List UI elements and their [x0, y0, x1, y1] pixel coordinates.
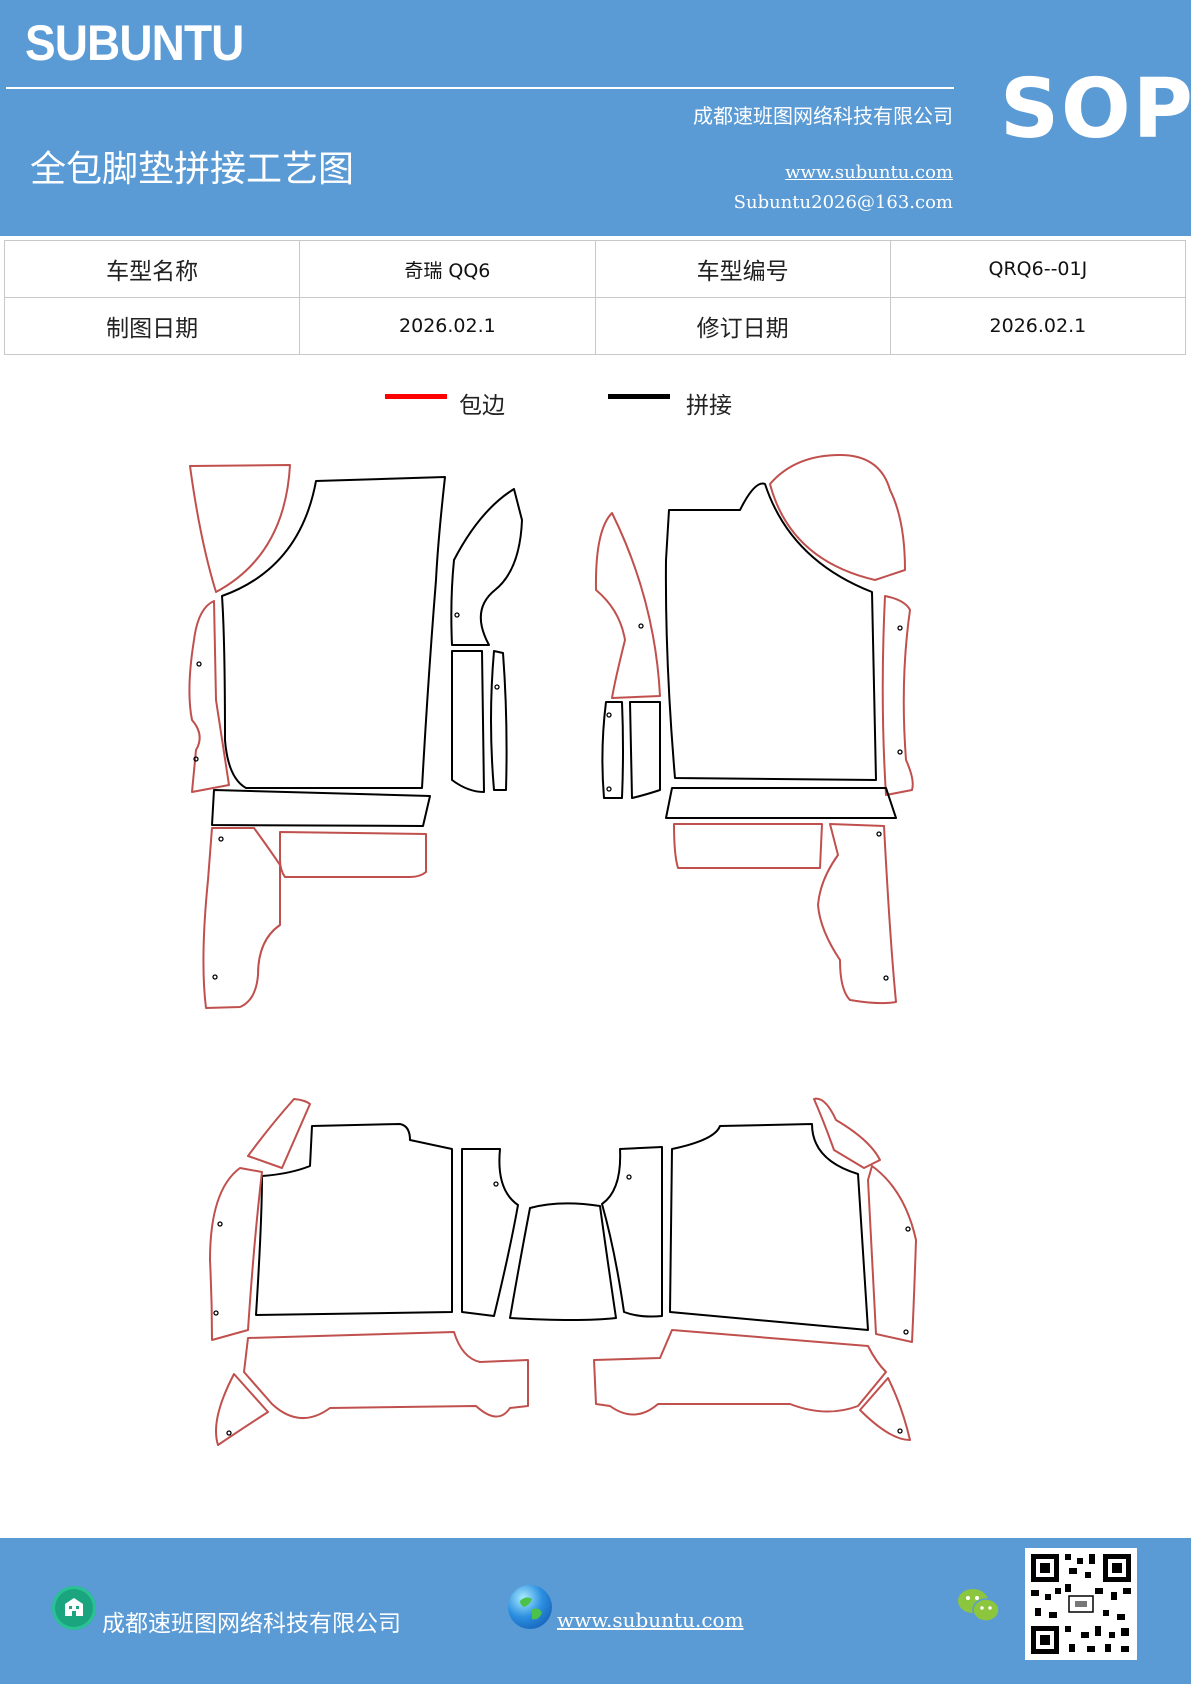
label-model-code: 车型编号 [594, 240, 891, 298]
mat-piece [189, 464, 291, 593]
mat-piece [202, 827, 281, 1009]
mat-piece [450, 488, 523, 646]
mat-piece [629, 701, 661, 799]
legend-swatch-seam [608, 394, 670, 399]
qr-code-icon [1025, 1548, 1137, 1660]
value-model-name: 奇瑞 QQ6 [299, 240, 596, 298]
mat-piece [673, 823, 823, 869]
mat-piece [813, 1097, 881, 1169]
mat-piece [461, 1148, 519, 1317]
legend-label-edge: 包边 [459, 393, 505, 419]
value-model-code: QRQ6--01J [889, 240, 1187, 298]
wechat-icon [956, 1586, 1002, 1626]
mat-piece [221, 476, 446, 789]
mat-piece [255, 1123, 453, 1316]
mat-piece [664, 482, 877, 781]
mat-piece [859, 1377, 911, 1441]
legend-label-seam: 拼接 [686, 393, 732, 419]
table-row: 制图日期 2026.02.1 修订日期 2026.02.1 [3, 297, 1187, 355]
building-icon [52, 1586, 96, 1630]
label-model-name: 车型名称 [3, 240, 301, 298]
sop-badge: SOP [1000, 62, 1191, 157]
mat-piece [817, 823, 897, 1005]
table-row: 车型名称 奇瑞 QQ6 车型编号 QRQ6--01J [3, 240, 1187, 298]
mat-piece [211, 789, 431, 827]
footer-company: 成都速班图网络科技有限公司 [102, 1611, 401, 1637]
info-table: 车型名称 奇瑞 QQ6 车型编号 QRQ6--01J 制图日期 2026.02.… [3, 240, 1187, 355]
value-revision-date: 2026.02.1 [889, 297, 1187, 355]
mat-piece [188, 600, 230, 793]
mat-piece [209, 1167, 263, 1341]
mat-piece [665, 787, 897, 819]
mat-piece [601, 701, 624, 799]
header-email: Subuntu2026@163.com [733, 192, 953, 213]
label-draw-date: 制图日期 [3, 297, 301, 355]
legend-swatch-edge [385, 394, 447, 399]
header-company: 成都速班图网络科技有限公司 [693, 104, 953, 128]
mat-piece [509, 1202, 617, 1321]
mat-piece [279, 831, 427, 878]
mat-piece [247, 1098, 311, 1169]
mat-piece [769, 454, 906, 581]
brand-logo: SUBUNTU [25, 15, 244, 71]
value-draw-date: 2026.02.1 [299, 297, 596, 355]
mat-piece [215, 1373, 269, 1446]
mat-piece [601, 1146, 663, 1318]
footer-url-link[interactable]: www.subuntu.com [557, 1608, 744, 1632]
mat-piece [243, 1331, 529, 1420]
header-banner [0, 0, 1191, 236]
mat-piece [594, 512, 661, 699]
mat-piece [881, 595, 914, 796]
mat-piece [867, 1165, 917, 1343]
mat-piece [669, 1123, 869, 1331]
header-url-link[interactable]: www.subuntu.com [785, 162, 953, 183]
header-divider [6, 87, 954, 89]
mat-piece [451, 650, 485, 793]
mat-piece [593, 1329, 887, 1416]
page-title: 全包脚垫拼接工艺图 [30, 149, 355, 190]
label-revision-date: 修订日期 [594, 297, 891, 355]
globe-icon [508, 1585, 552, 1629]
mat-piece [490, 650, 508, 791]
